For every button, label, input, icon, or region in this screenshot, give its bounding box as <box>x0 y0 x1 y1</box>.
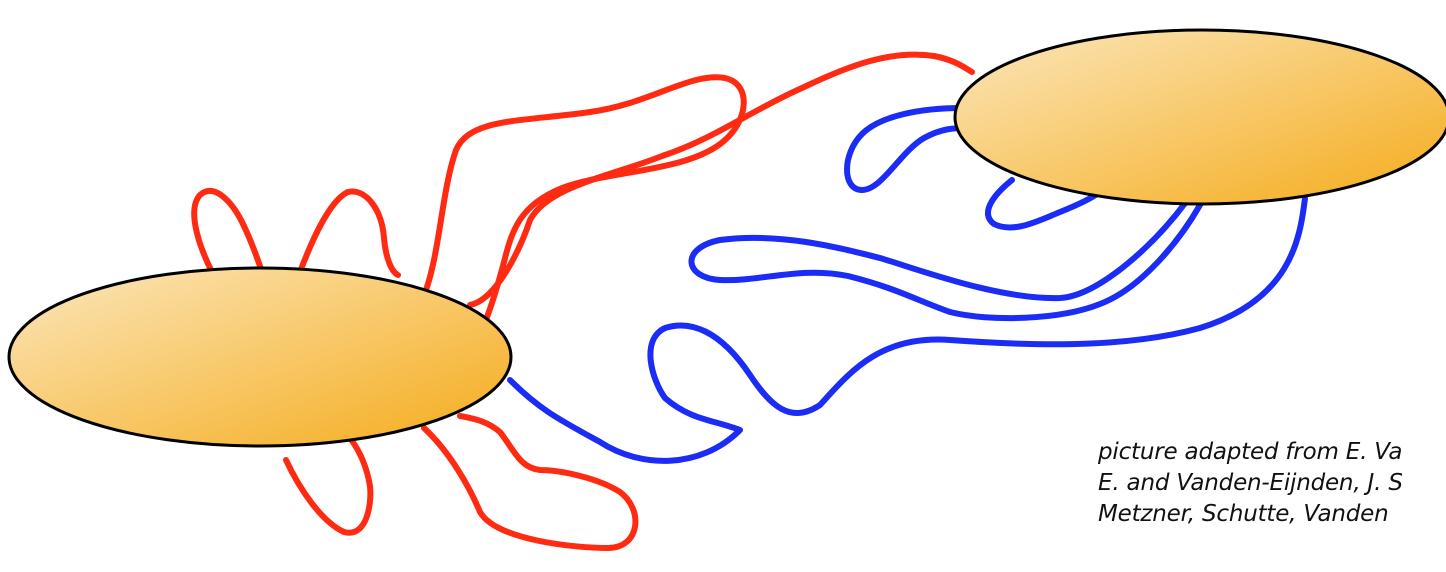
caption-line-3: Metzner, Schutte, Vanden <box>1098 499 1446 530</box>
caption-line-2: E. and Vanden-Eijnden, J. S <box>1098 468 1446 499</box>
red-path-bottom-left-loop <box>286 438 370 533</box>
caption: picture adapted from E. Va E. and Vanden… <box>1098 437 1446 530</box>
red-path-long-to-upper-ellipse <box>426 77 744 322</box>
red-path-wavy-to-upper-ellipse <box>470 55 972 305</box>
blue-path-small-loop <box>847 108 966 190</box>
red-path-bottom-right-loop <box>424 416 635 548</box>
upper-right-state-ellipse <box>955 30 1446 204</box>
lower-left-state-ellipse <box>9 268 511 446</box>
blue-path-long-loop <box>691 202 1200 318</box>
red-path-top-loop-left <box>194 191 262 272</box>
red-path-top-loop-right <box>300 192 398 275</box>
caption-line-1: picture adapted from E. Va <box>1098 437 1446 468</box>
blue-path-to-lower-ellipse <box>510 198 1305 461</box>
